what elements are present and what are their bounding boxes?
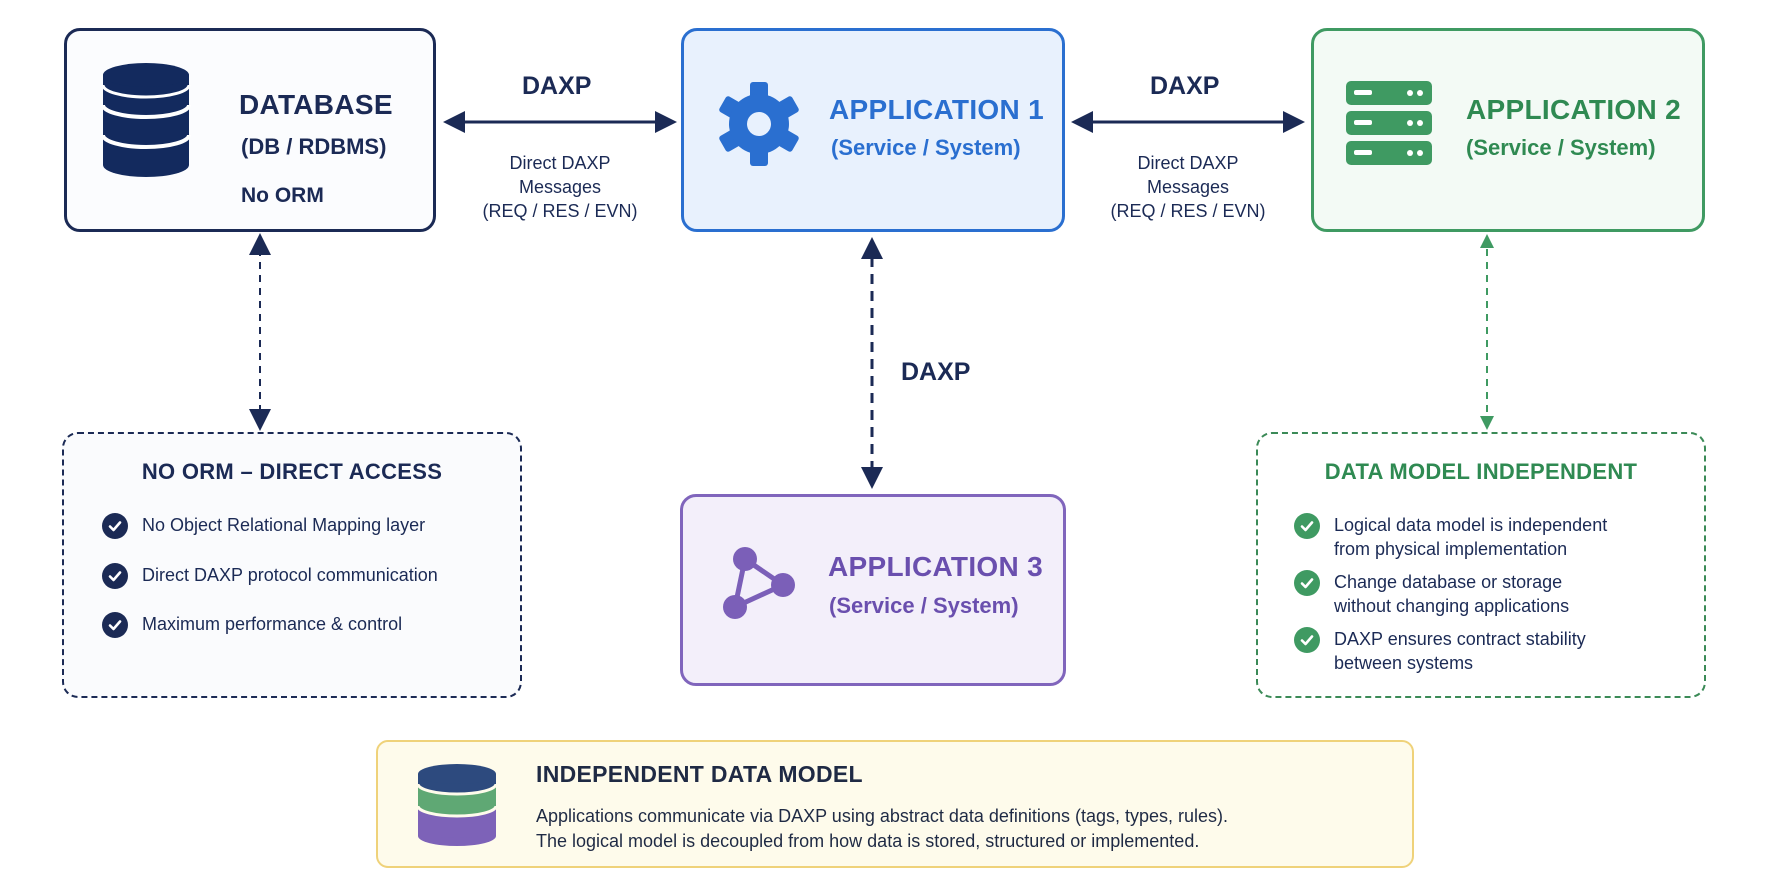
list-item-text: Change database or storage without chang…	[1334, 570, 1569, 618]
application-2-subtitle: (Service / System)	[1466, 135, 1656, 160]
independent-line: The logical model is decoupled from how …	[536, 831, 1200, 851]
server-icon	[1346, 81, 1432, 165]
list-item-line: Change database or storage	[1334, 572, 1563, 592]
check-icon	[102, 513, 128, 539]
gear-icon	[719, 82, 799, 166]
link-desc-line: Messages	[1146, 177, 1230, 197]
check-icon	[1294, 627, 1320, 653]
application-3-subtitle: (Service / System)	[829, 593, 1019, 618]
database-icon	[101, 63, 191, 177]
independent-description: Applications communicate via DAXP using …	[536, 804, 1228, 854]
list-item-text: Direct DAXP protocol communication	[142, 565, 438, 585]
link-desc-line: Messages	[518, 177, 602, 197]
database-subtitle: (DB / RDBMS)	[241, 134, 387, 159]
list-item-line: DAXP ensures contract stability	[1334, 629, 1586, 649]
list-item-line: from physical implementation	[1334, 539, 1568, 559]
link-label-app1-app3: DAXP	[901, 358, 971, 386]
application-2-title: APPLICATION 2	[1466, 94, 1681, 125]
list-item-text: Logical data model is independent from p…	[1334, 513, 1607, 561]
layered-database-icon	[416, 764, 498, 846]
link-desc-line: Direct DAXP	[509, 153, 611, 173]
link-desc-line: (REQ / RES / EVN)	[1110, 201, 1266, 221]
check-icon	[1294, 513, 1320, 539]
list-item: No Object Relational Mapping layer	[102, 513, 425, 539]
independent-data-model-banner: INDEPENDENT DATA MODEL Applications comm…	[376, 740, 1414, 868]
list-item-line: without changing applications	[1334, 596, 1570, 616]
list-item-line: Logical data model is independent	[1334, 515, 1608, 535]
check-icon	[1294, 570, 1320, 596]
list-item: Direct DAXP protocol communication	[102, 563, 438, 589]
application-2-node[interactable]: APPLICATION 2 (Service / System)	[1311, 28, 1705, 232]
list-item: DAXP ensures contract stability between …	[1294, 627, 1586, 675]
list-item-line: between systems	[1334, 653, 1474, 673]
list-item-text: DAXP ensures contract stability between …	[1334, 627, 1586, 675]
database-node[interactable]: DATABASE (DB / RDBMS) No ORM	[64, 28, 436, 232]
link-desc-db-app1: Direct DAXP Messages (REQ / RES / EVN)	[450, 151, 670, 223]
list-item-text: No Object Relational Mapping layer	[142, 515, 426, 535]
data-model-independent-panel: DATA MODEL INDEPENDENT Logical data mode…	[1256, 432, 1706, 698]
check-icon	[102, 612, 128, 638]
independent-title: INDEPENDENT DATA MODEL	[536, 761, 863, 787]
list-item: Maximum performance & control	[102, 612, 402, 638]
database-note: No ORM	[241, 184, 324, 207]
data-model-title: DATA MODEL INDEPENDENT	[1324, 459, 1638, 484]
link-label-app1-app2: DAXP	[1150, 72, 1220, 100]
independent-line: Applications communicate via DAXP using …	[536, 806, 1229, 826]
list-item: Logical data model is independent from p…	[1294, 513, 1607, 561]
list-item: Change database or storage without chang…	[1294, 570, 1569, 618]
check-icon	[102, 563, 128, 589]
database-title: DATABASE	[239, 89, 393, 120]
link-desc-line: Direct DAXP	[1137, 153, 1239, 173]
application-3-node[interactable]: APPLICATION 3 (Service / System)	[680, 494, 1066, 686]
application-1-node[interactable]: APPLICATION 1 (Service / System)	[681, 28, 1065, 232]
no-orm-panel: NO ORM – DIRECT ACCESS No Object Relatio…	[62, 432, 522, 698]
application-3-title: APPLICATION 3	[828, 551, 1043, 582]
link-label-db-app1: DAXP	[522, 72, 592, 100]
list-item-text: Maximum performance & control	[142, 614, 403, 634]
network-icon	[723, 547, 795, 619]
link-desc-app1-app2: Direct DAXP Messages (REQ / RES / EVN)	[1078, 151, 1298, 223]
no-orm-title: NO ORM – DIRECT ACCESS	[141, 459, 443, 484]
link-desc-line: (REQ / RES / EVN)	[482, 201, 638, 221]
application-1-subtitle: (Service / System)	[831, 135, 1021, 160]
application-1-title: APPLICATION 1	[829, 94, 1044, 125]
